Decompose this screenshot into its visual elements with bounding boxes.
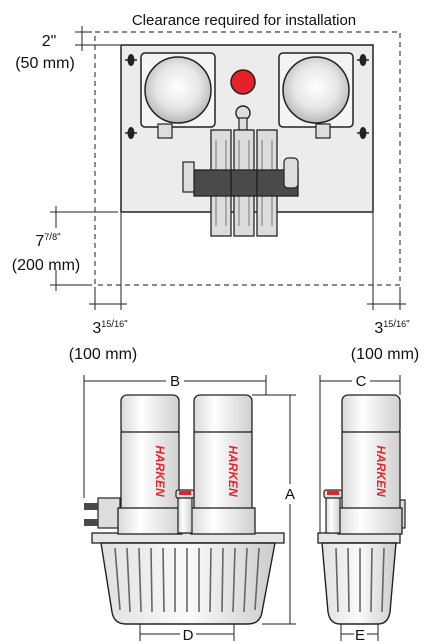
red-indicator-icon bbox=[230, 69, 256, 95]
top-clearance-dimension bbox=[75, 26, 120, 51]
right-motor-top-icon bbox=[278, 52, 354, 139]
left-motor-top-icon bbox=[140, 52, 216, 139]
dimension-a-label: A bbox=[285, 486, 295, 503]
front-motor-left-icon: HARKEN bbox=[117, 394, 183, 535]
dimension-b-label: B bbox=[170, 373, 180, 390]
top-clearance-imperial: 2" bbox=[42, 33, 57, 50]
side-filler-cap-icon bbox=[323, 489, 343, 534]
dimension-d-line bbox=[139, 624, 235, 641]
left-clearance-metric: (100 mm) bbox=[69, 346, 137, 363]
dimension-e-label: E bbox=[355, 627, 365, 643]
dimension-e-line bbox=[340, 624, 379, 641]
right-clearance-metric: (100 mm) bbox=[351, 346, 419, 363]
dimension-c-line bbox=[319, 375, 401, 533]
filler-cap-icon bbox=[175, 489, 195, 534]
side-view-unit: HARKEN bbox=[317, 394, 406, 625]
left-clearance-imperial: 315/16" bbox=[92, 319, 128, 337]
brand-label-left: HARKEN bbox=[153, 445, 167, 497]
dimension-a-line bbox=[252, 394, 296, 625]
brand-label-side: HARKEN bbox=[374, 445, 388, 497]
side-clearance-dimension bbox=[89, 213, 406, 310]
bottom-clearance-imperial: 77/8" bbox=[35, 232, 61, 250]
right-clearance-imperial: 315/16" bbox=[374, 319, 410, 337]
diagram-title: Clearance required for installation bbox=[132, 12, 356, 29]
top-clearance-metric: (50 mm) bbox=[15, 55, 75, 72]
dimension-d-label: D bbox=[183, 627, 194, 643]
brand-label-right: HARKEN bbox=[226, 445, 240, 497]
dimension-c-label: C bbox=[356, 373, 367, 390]
top-view-panel bbox=[120, 44, 374, 237]
front-motor-right-icon: HARKEN bbox=[190, 394, 256, 535]
bottom-clearance-metric: (200 mm) bbox=[12, 257, 80, 274]
valve-icon bbox=[235, 105, 251, 131]
bottom-clearance-dimension bbox=[50, 206, 118, 291]
solenoid-pack-icon bbox=[182, 129, 299, 237]
side-motor-icon: HARKEN bbox=[337, 394, 403, 535]
dimension-b-line bbox=[83, 375, 267, 498]
mounting-hole-icon bbox=[125, 54, 369, 139]
front-view-unit: HARKEN HARKEN bbox=[84, 394, 285, 625]
